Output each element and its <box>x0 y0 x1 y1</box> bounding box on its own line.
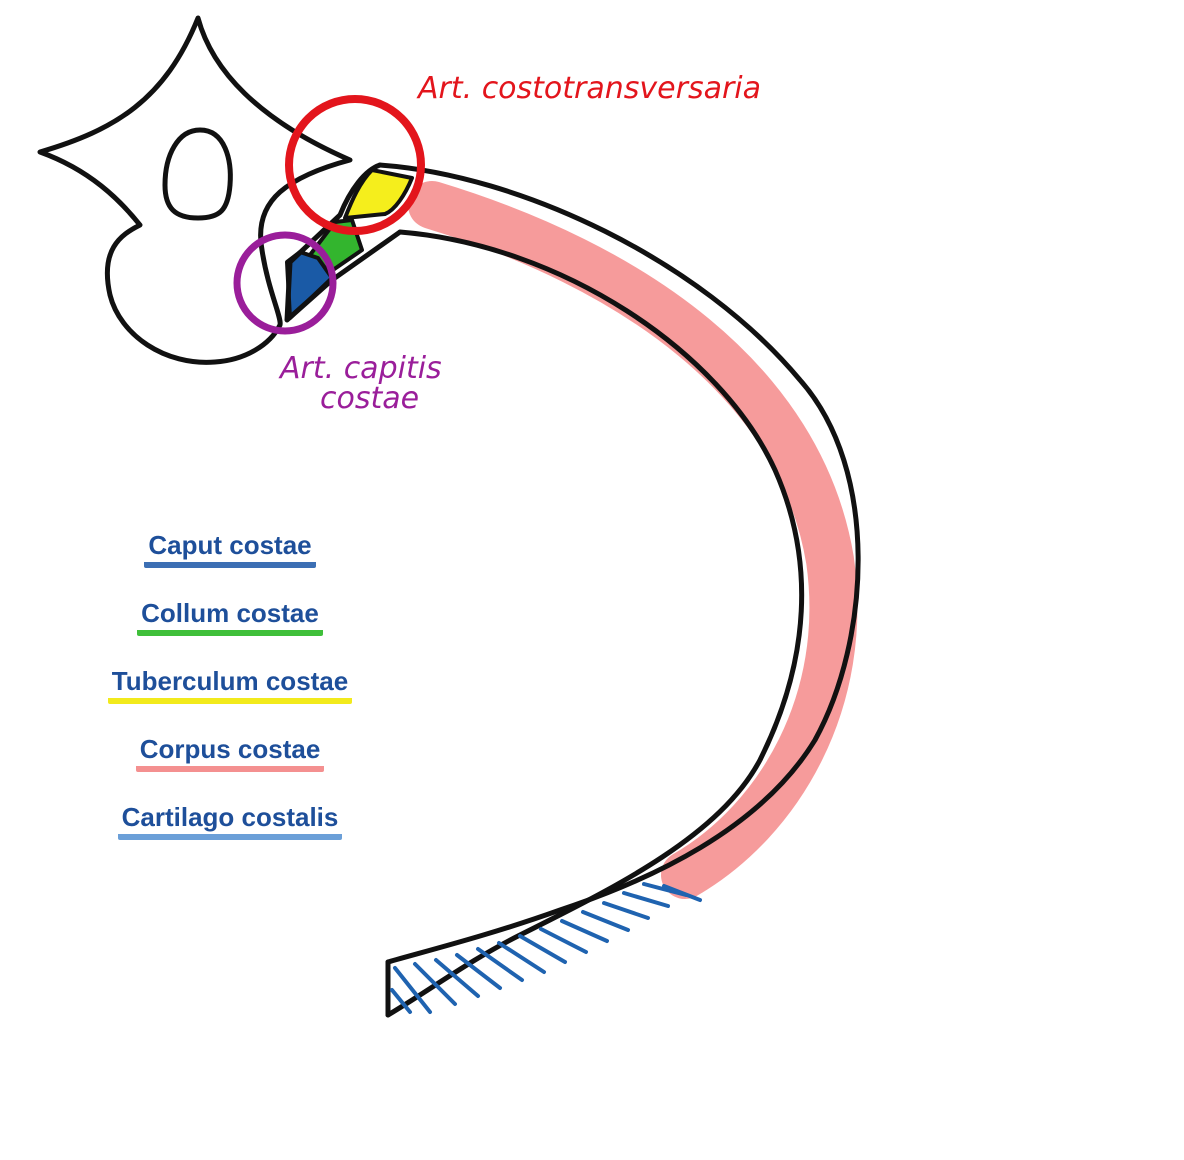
legend-item-corpus: Corpus costae <box>80 734 380 772</box>
legend-corpus-costae: Corpus costae <box>135 734 325 772</box>
legend-cartilago-costalis: Cartilago costalis <box>117 802 343 840</box>
label-art-capitis-line2: costae <box>320 381 419 416</box>
rib-outer-outline <box>377 162 861 965</box>
rib-neck-outline <box>284 162 402 323</box>
corpus-costae <box>408 181 858 899</box>
legend-tuberculum-costae: Tuberculum costae <box>107 666 353 704</box>
legend-item-caput: Caput costae <box>80 530 380 568</box>
legend-item-collum: Collum costae <box>80 598 380 636</box>
capitis-circle <box>233 231 337 335</box>
vertebral-foramen <box>162 127 233 221</box>
costotransversaria-circle <box>285 95 425 235</box>
rib-inner-outline <box>385 229 805 1018</box>
label-art-costotransversaria: Art. costotransversaria <box>416 71 761 106</box>
vertebra-outline <box>37 15 353 365</box>
legend-collum-costae: Collum costae <box>137 598 323 636</box>
legend-item-cartilago: Cartilago costalis <box>80 802 380 840</box>
tuberculum-costae <box>343 168 414 220</box>
legend-caput-costae: Caput costae <box>144 530 316 568</box>
legend-item-tuberculum: Tuberculum costae <box>80 666 380 704</box>
label-art-capitis-line1: Art. capitis <box>278 351 442 386</box>
cartilago-costalis-hatching <box>390 882 702 1014</box>
